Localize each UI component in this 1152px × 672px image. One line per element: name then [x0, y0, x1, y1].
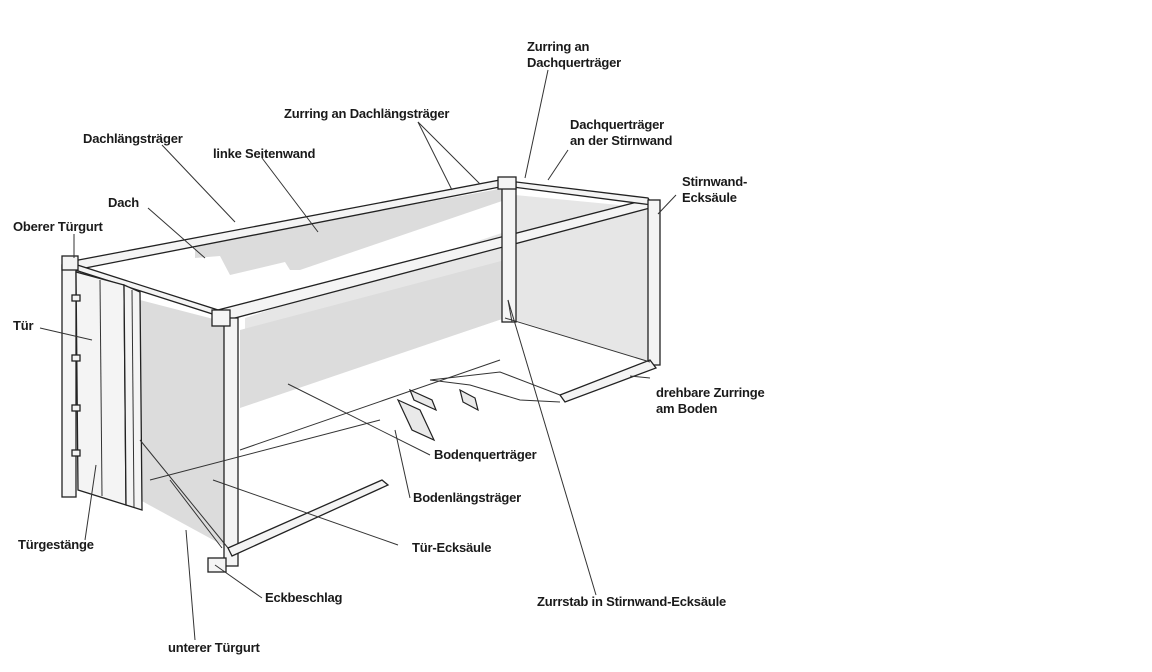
leader-lines — [39, 69, 677, 641]
corner-fitting-top-door — [61, 255, 79, 271]
label-linke-seitenwand: linke Seitenwand — [213, 146, 316, 161]
label-eckbeschlag: Eckbeschlag — [265, 590, 343, 605]
label-zurrstab: Zurrstab in Stirnwand-Ecksäule — [537, 594, 727, 609]
label-zurring-dachquer: Zurring an Dachquerträger — [527, 39, 622, 70]
label-stirnwand-ecksaeule: Stirnwand- Ecksäule — [682, 174, 748, 205]
label-bodenquertraeger: Bodenquerträger — [434, 447, 537, 462]
floor-cross-member-1 — [396, 398, 436, 442]
label-dachlaengstraeger: Dachlängsträger — [83, 131, 183, 146]
corner-fitting-bottom — [207, 557, 227, 573]
label-zurring-dachlaengs: Zurring an Dachlängsträger — [284, 106, 450, 121]
label-tuer-ecksaeule: Tür-Ecksäule — [412, 540, 492, 555]
label-tuer: Tür — [13, 318, 34, 333]
bottom-rail-front — [227, 479, 390, 557]
floor-cross-member-3 — [459, 388, 479, 412]
door-hinges — [71, 294, 81, 457]
label-oberer-tuergurt: Oberer Türgurt — [13, 219, 103, 234]
label-unterer-tuergurt: unterer Türgurt — [168, 640, 260, 655]
corner-fitting-top-front — [211, 309, 231, 327]
front-side-panel — [240, 260, 505, 408]
side-wall-panel — [140, 300, 228, 548]
door-post-right — [223, 317, 239, 567]
end-post-right — [647, 199, 661, 366]
end-post-left — [501, 181, 517, 323]
label-dachquer-stirnwand: Dachquerträger an der Stirnwand — [570, 117, 673, 148]
label-drehbare-zurringe: drehbare Zurringe am Boden — [656, 385, 765, 416]
corner-fitting-top-end — [497, 176, 517, 190]
bottom-rail-end — [558, 359, 658, 403]
floor-cross-member-2 — [408, 388, 438, 412]
label-bodenlaengstraeger: Bodenlängsträger — [413, 490, 522, 505]
end-wall-panel — [515, 195, 650, 362]
label-dach: Dach — [108, 195, 139, 210]
label-tuergestaenge: Türgestänge — [18, 537, 94, 552]
roof-panel — [195, 188, 505, 275]
